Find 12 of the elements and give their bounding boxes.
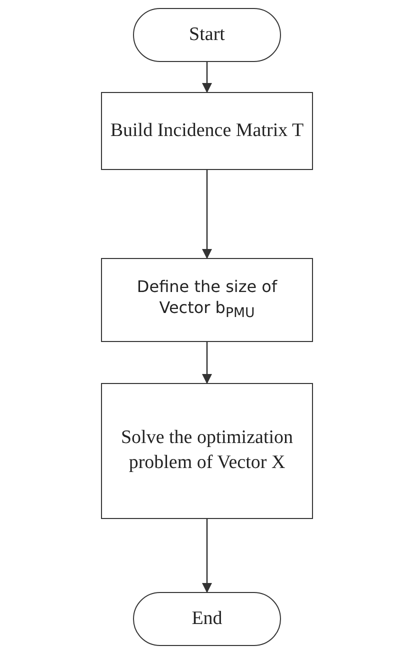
process-box bbox=[101, 383, 313, 519]
arrow bbox=[202, 342, 212, 384]
arrow bbox=[202, 519, 212, 593]
arrow bbox=[202, 62, 212, 93]
node-label: Start bbox=[189, 22, 225, 47]
node-label: Solve the optimization problem of Vector X bbox=[120, 426, 294, 475]
process-box bbox=[101, 258, 313, 342]
arrow bbox=[202, 170, 212, 259]
process-box bbox=[101, 92, 313, 170]
node-label: Define the size of Vector b$_{PMU}$ bbox=[136, 277, 278, 323]
node-label: End bbox=[192, 606, 222, 631]
node-label: Build Incidence Matrix T bbox=[110, 118, 304, 143]
